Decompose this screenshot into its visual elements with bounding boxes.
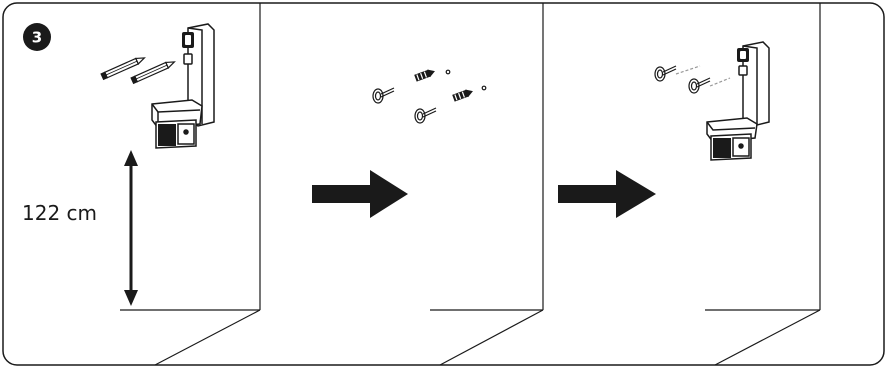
height-arrow xyxy=(124,150,138,306)
floor-lines xyxy=(120,309,821,366)
floor-corner-3 xyxy=(714,309,821,366)
next-step-arrow-2 xyxy=(558,170,656,218)
charging-dock-icon xyxy=(151,23,215,149)
step-number: 3 xyxy=(32,29,42,47)
pencil-icon xyxy=(100,57,146,81)
step-badge: 3 xyxy=(23,23,51,51)
screw-and-anchor-icons xyxy=(372,69,487,124)
mounted-screw-icons xyxy=(654,65,731,94)
floor-corner-2 xyxy=(439,309,544,366)
height-label: 122 cm xyxy=(22,201,97,225)
pencil-icon-2 xyxy=(130,61,176,85)
next-step-arrow-1 xyxy=(312,170,408,218)
charging-dock-mounted-icon xyxy=(706,41,770,161)
floor-corner-1 xyxy=(154,309,261,366)
